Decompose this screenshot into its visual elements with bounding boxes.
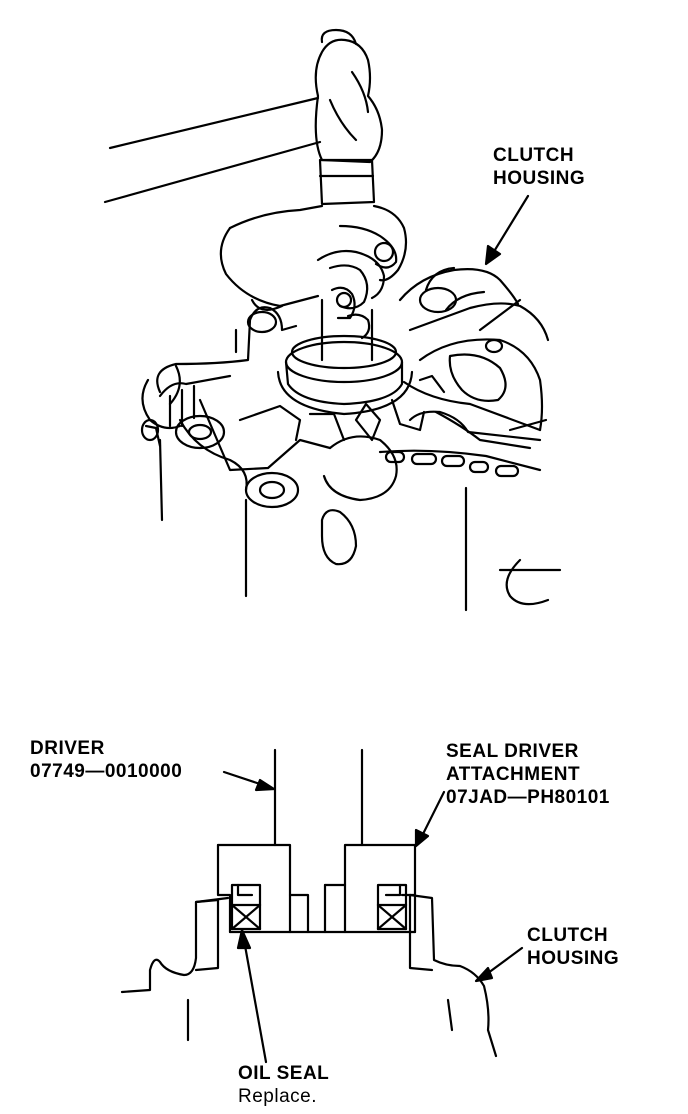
hand xyxy=(221,206,406,338)
driver-label-part-number: 07749—0010000 xyxy=(30,761,183,782)
oil-seal-leader xyxy=(238,930,266,1062)
mounting-bosses xyxy=(176,288,502,507)
attachment-label-line2: ATTACHMENT xyxy=(446,764,581,785)
oil-seal-left xyxy=(232,885,260,929)
clutch-housing-label-line2: HOUSING xyxy=(493,168,586,189)
driver-label-line1: DRIVER xyxy=(30,738,105,759)
oil-seal-label-line1: OIL SEAL xyxy=(238,1063,330,1084)
clutch-housing-body xyxy=(142,268,560,610)
input-shaft-end xyxy=(142,376,230,446)
clutch-housing-bottom-line1: CLUTCH xyxy=(527,925,609,946)
clutch-housing-label-line1: CLUTCH xyxy=(493,145,575,166)
attachment-leader xyxy=(416,792,444,846)
oil-seal-label: OIL SEAL Replace. xyxy=(238,1062,329,1108)
seal-attachment xyxy=(278,336,412,414)
hammer-installation-illustration xyxy=(0,0,688,640)
clutch-housing-bottom-line2: HOUSING xyxy=(527,948,620,969)
hammer xyxy=(105,30,382,204)
clutch-housing-section xyxy=(122,895,496,1056)
driver-leader xyxy=(224,772,274,790)
clutch-housing-label-top: CLUTCH HOUSING xyxy=(493,144,585,190)
attachment-label-part-number: 07JAD—PH80101 xyxy=(446,787,610,808)
driver-label: DRIVER 07749—0010000 xyxy=(30,737,182,783)
seal-driver-attachment xyxy=(218,845,415,932)
driver-tool xyxy=(275,750,362,845)
seal-driver-attachment-label: SEAL DRIVER ATTACHMENT 07JAD—PH80101 xyxy=(446,740,610,809)
housing-slots xyxy=(356,376,530,476)
oil-seal-replace-note: Replace. xyxy=(238,1086,317,1107)
clutch-housing-label-bottom: CLUTCH HOUSING xyxy=(527,924,619,970)
clutch-housing-leader-bottom xyxy=(476,948,522,981)
clutch-housing-leader xyxy=(486,196,528,264)
driver-shaft xyxy=(322,300,372,360)
oil-seal-right xyxy=(378,885,406,929)
attachment-label-line1: SEAL DRIVER xyxy=(446,741,579,762)
